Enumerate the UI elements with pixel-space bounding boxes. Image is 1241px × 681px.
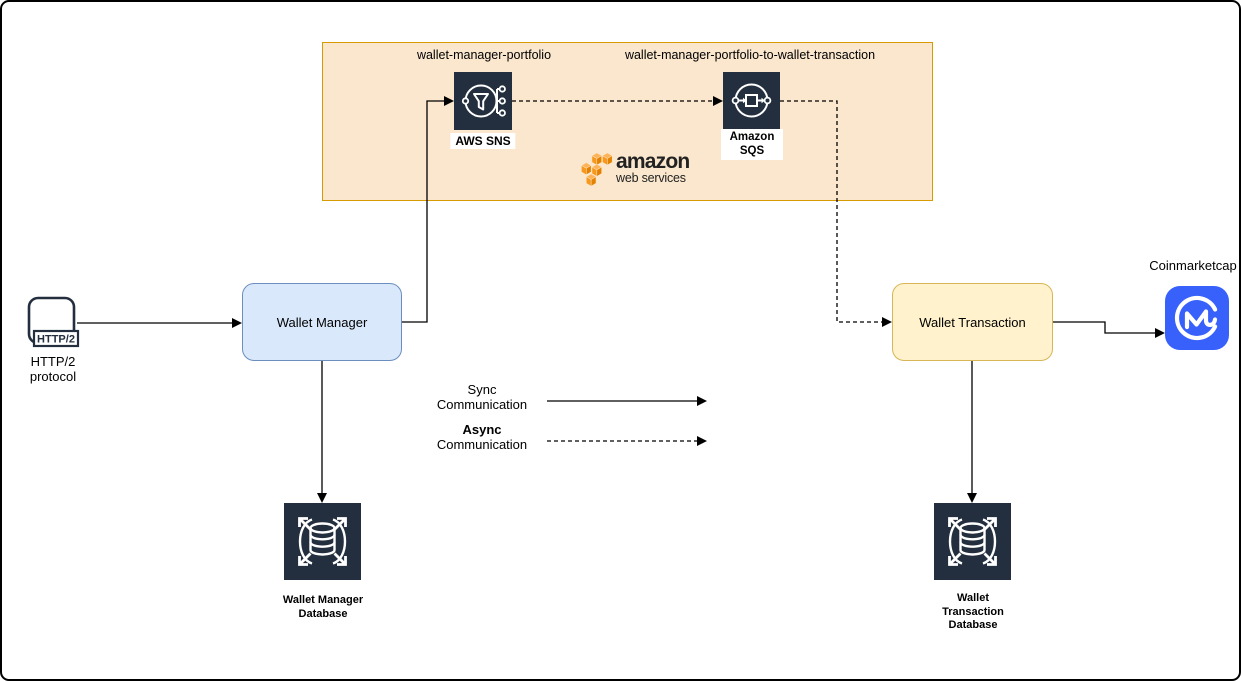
wallet-transaction-node: Wallet Transaction [892,283,1053,361]
legend-sync: Sync Communication [417,382,547,412]
wallet-manager-database-icon [284,503,361,580]
amazon-sqs-glyph [731,83,772,118]
aws-sns-glyph [461,84,506,118]
aws-logo: amazon web services [579,150,690,187]
aws-sns-caption: AWS SNS [450,133,516,149]
legend-async-title: Async [462,422,502,437]
http2-protocol-label: HTTP/2 protocol [29,354,77,384]
http2-protocol-icon: HTTP/2 [26,295,82,356]
wallet-transaction-database-label: Wallet Transaction Database [942,592,1004,631]
coinmarketcap-glyph [1174,295,1218,341]
wallet-transaction-label: Wallet Transaction [919,314,1026,330]
database-glyph [948,517,997,566]
amazon-sqs-icon [723,72,780,129]
legend-async: Async Communication [417,422,547,452]
database-glyph [298,517,347,566]
legend-async-subtitle: Communication [436,437,528,452]
wallet-manager-label: Wallet Manager [276,314,368,330]
wallet-transaction-database-icon [934,503,1011,580]
edge-wallet-transaction-to-coinmarketcap [1053,321,1165,338]
legend-sync-subtitle: Communication [436,397,528,412]
aws-logo-title: amazon [616,150,690,173]
wallet-manager-node: Wallet Manager [242,283,402,361]
sns-topic-label: wallet-manager-portfolio [416,48,552,62]
aws-logo-boxes-icon [580,152,613,187]
wallet-manager-database-label: Wallet Manager Database [282,594,364,620]
http2-badge-text: HTTP/2 [37,334,75,346]
coinmarketcap-label: Coinmarketcap [1149,258,1237,273]
aws-logo-subtitle: web services [616,171,686,185]
legend-sync-title: Sync [467,382,497,397]
coinmarketcap-icon [1165,286,1229,350]
amazon-sqs-caption: Amazon SQS [721,129,783,160]
sqs-queue-label: wallet-manager-portfolio-to-wallet-trans… [624,48,876,62]
aws-sns-icon [454,72,512,130]
